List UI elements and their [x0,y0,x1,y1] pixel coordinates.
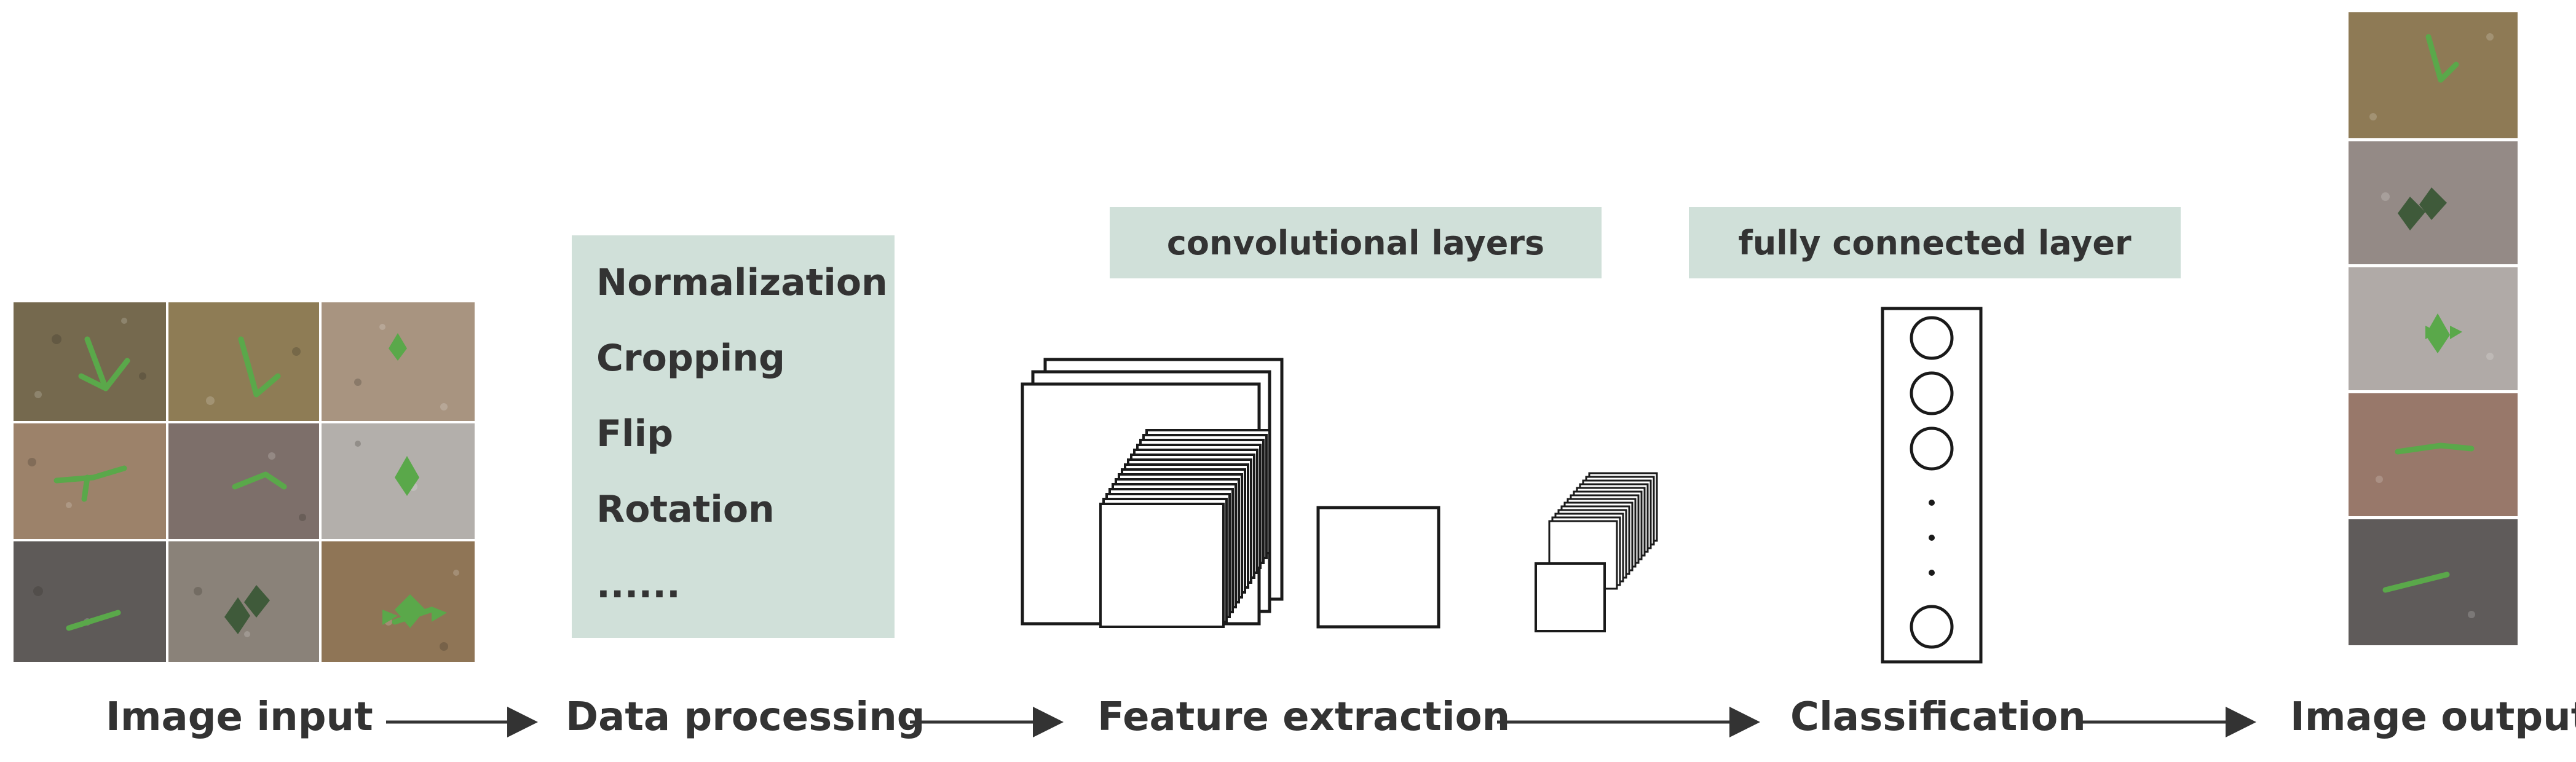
conv-stack-small-front [1535,562,1606,632]
seedling-photo-8 [168,541,319,662]
seedling-photo-1 [14,302,166,421]
neuron-1 [1910,316,1954,360]
data-processing-panel: Normalization Cropping Flip Rotation ...… [572,235,895,638]
seedling-photo-2 [168,302,319,421]
flow-arrows [386,707,2256,737]
ellipsis-dot-3 [1929,570,1935,576]
ellipsis-dot-1 [1929,500,1935,506]
stage-label-feature-extraction: Feature extraction [1097,694,1511,740]
seedling-photo-7 [14,541,166,662]
seedling-photo-9 [322,541,475,662]
seedling-photo-3 [322,302,475,421]
fc-layer-header: fully connected layer [1689,207,2181,278]
conv-feature-maps [1021,358,1658,632]
neuron-3 [1910,426,1954,471]
processing-step-flip: Flip [596,412,674,455]
seedling-photo-4 [14,423,166,539]
output-image-column-svg [2349,12,2518,645]
output-image-column [2349,12,2518,651]
processing-step-rotation: Rotation [596,488,775,531]
processing-step-cropping: Cropping [596,337,785,380]
stage-label-image-output: Image output [2290,694,2576,740]
fc-layer-frame [1881,307,1983,664]
neuron-2 [1910,371,1954,415]
stage-label-classification: Classification [1790,694,2086,740]
fc-layer-column [1881,307,1983,664]
ellipsis-dot-2 [1929,535,1935,541]
processing-step-ellipsis: ...... [596,564,681,607]
output-photo-1 [2349,12,2518,138]
conv-stack-medium [1099,429,1271,628]
processing-step-normalization: Normalization [596,261,888,304]
conv-layers-header: convolutional layers [1110,207,1602,278]
stage-label-image-input: Image input [106,694,373,740]
input-image-grid [14,302,475,662]
output-photo-4 [2349,393,2518,516]
input-image-grid-svg [14,302,475,662]
output-photo-5 [2349,519,2518,645]
neuron-n [1910,605,1954,649]
conv-stack-medium-front [1316,506,1440,629]
stage-label-data-processing: Data processing [566,694,925,740]
